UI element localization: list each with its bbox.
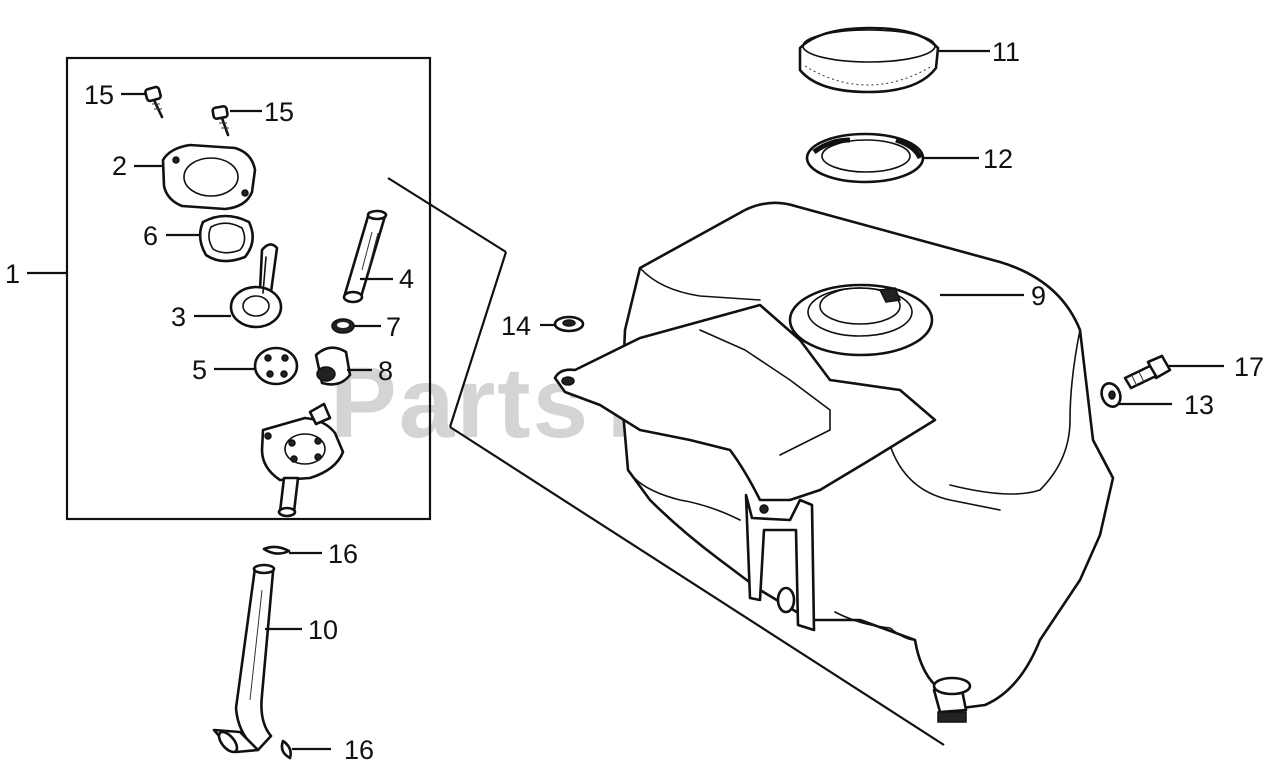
part-12-cap-gasket [805,132,925,184]
part-15-screw-a [144,85,164,119]
callout-1: 1 [5,259,20,289]
part-5-valve-disc [253,346,299,386]
part-10-fuel-hose [212,563,276,754]
part-9-fuel-tank [553,201,1115,723]
part-11-fuel-cap [798,26,940,94]
part-6-gasket [198,214,254,263]
part-15-screw-b [211,105,230,137]
callout-6: 6 [143,221,158,251]
fuel-valve-assembly-frame [65,56,432,521]
callout-17: 17 [1234,352,1264,382]
callout-3: 3 [171,302,186,332]
callout-16-a: 16 [328,539,358,569]
callout-10: 10 [308,615,338,645]
callout-2: 2 [112,151,127,181]
part-7-o-ring [331,318,355,334]
callout-13: 13 [1184,390,1214,420]
callout-12: 12 [983,144,1013,174]
part-16-clamp-a [262,545,291,555]
callout-4: 4 [399,264,414,294]
part-16-clamp-b [280,739,292,760]
callout-15-b: 15 [264,97,294,127]
leader-lines [27,49,1224,751]
part-4-strainer-tube [342,209,388,304]
part-8-fuel-cup [314,346,352,386]
callout-14: 14 [501,311,531,341]
callout-numbers: 1 2 3 4 5 6 7 8 9 10 11 12 13 14 15 15 1… [5,37,1264,765]
part-13-washer [1100,382,1122,408]
part-3-lever [229,243,283,329]
part-14-nut [553,315,585,333]
assembly-guide-lines [387,177,945,746]
callout-16-b: 16 [344,735,374,765]
part-2-flange-plate [161,143,257,211]
callout-5: 5 [192,355,207,385]
callout-7: 7 [386,312,401,342]
callout-15-a: 15 [84,80,114,110]
part-17-bolt [1123,354,1172,390]
callout-8: 8 [378,356,393,386]
callout-9: 9 [1031,281,1046,311]
callout-11: 11 [992,37,1020,67]
fuel-valve-body [260,402,345,518]
